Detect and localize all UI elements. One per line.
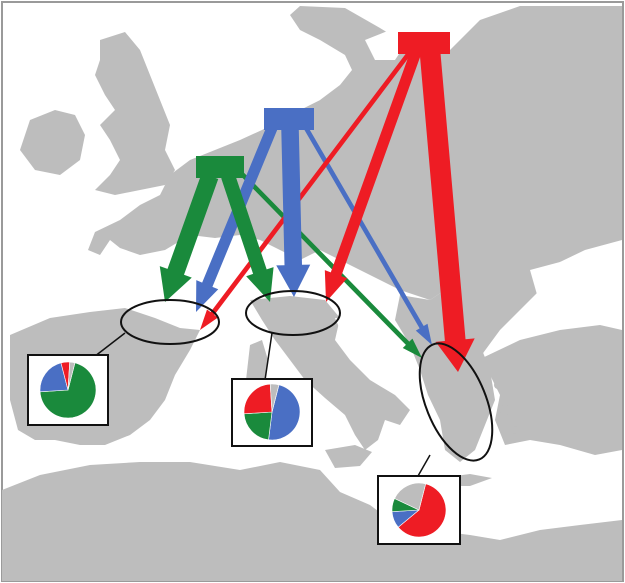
- region-italy-ellipse: [245, 290, 341, 336]
- pie-slice-iberia-green: [39, 362, 97, 419]
- flow-arrows: [159, 50, 475, 373]
- pie-chart-iberia: [39, 361, 97, 419]
- pie-slice-iberia-blue: [39, 362, 69, 393]
- land-sicily: [325, 445, 372, 468]
- land-anatolia: [478, 325, 622, 455]
- pie-box-iberia: [27, 354, 109, 426]
- pie-chart-greece: [391, 482, 447, 538]
- pie-slice-iberia-land: [67, 361, 76, 391]
- land-scandinavia: [88, 6, 622, 360]
- flow-arrow-blue-to-greece: [303, 126, 432, 346]
- flow-arrow-red-to-greece: [419, 51, 475, 373]
- pie-slice-italy-red: [243, 383, 273, 415]
- blue-source-block: [264, 108, 314, 130]
- flow-arrow-red-to-italy: [324, 50, 422, 303]
- land-north-africa: [2, 462, 622, 581]
- inland-seas: [285, 30, 610, 385]
- sea-adriatic: [335, 318, 405, 385]
- sea-bothnia: [365, 30, 405, 60]
- connector-greece: [417, 454, 431, 477]
- land-aegean-island-1: [500, 405, 510, 415]
- green-source-block: [196, 156, 244, 178]
- flow-arrow-green-to-iberia: [159, 173, 219, 302]
- land-ireland: [20, 110, 85, 175]
- sea-baltic: [285, 60, 330, 110]
- region-greece-ellipse: [418, 342, 494, 462]
- pie-box-greece: [377, 475, 461, 545]
- pie-slice-italy-land: [269, 383, 280, 413]
- land-great-britain: [95, 32, 175, 195]
- flow-arrow-green-to-italy: [221, 173, 274, 302]
- sea-black-sea: [530, 258, 610, 312]
- pie-slice-greece-red: [397, 483, 447, 538]
- pie-slice-italy-green: [243, 411, 273, 441]
- pie-box-italy: [231, 378, 313, 447]
- pie-slice-greece-land: [394, 482, 427, 511]
- pie-slice-italy-blue: [268, 384, 301, 441]
- region-iberia-ellipse: [120, 299, 220, 345]
- red-source-block: [398, 32, 450, 54]
- connector-italy: [264, 332, 273, 381]
- source-blocks: [196, 32, 450, 178]
- pie-chart-italy: [243, 383, 301, 441]
- land-aegean-island-3: [494, 381, 502, 389]
- land-aegean-island-2: [511, 426, 519, 434]
- flow-arrow-blue-to-italy: [276, 127, 311, 297]
